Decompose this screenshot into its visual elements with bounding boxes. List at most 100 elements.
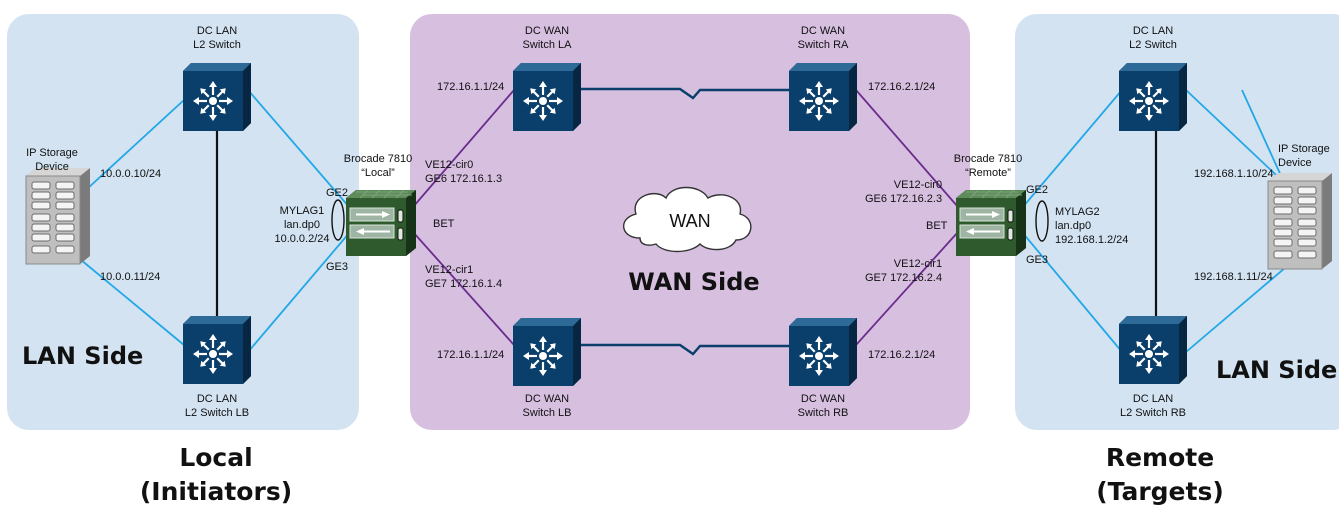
local-ip-top: 10.0.0.10/24 bbox=[100, 168, 162, 180]
label-line: IP Storage bbox=[1278, 143, 1330, 155]
label-line: 192.168.1.2/24 bbox=[1055, 234, 1129, 246]
brocade-extension-icon bbox=[345, 189, 417, 257]
label-line: L2 Switch bbox=[1129, 39, 1177, 51]
remote-lan-zone bbox=[1015, 14, 1339, 430]
network-switch-icon bbox=[1119, 63, 1187, 131]
local-switch-bottom-label: DC LAN L2 Switch LB bbox=[185, 392, 249, 420]
lag-ring-local bbox=[331, 199, 345, 241]
local-lag-label: MYLAG1 lan.dp0 10.0.0.2/24 bbox=[274, 204, 329, 246]
local-lan-side-title: LAN Side bbox=[22, 342, 144, 370]
wan-cloud-label: WAN bbox=[669, 211, 711, 231]
wan-side-title: WAN Side bbox=[628, 268, 760, 296]
label-line: Brocade 7810 bbox=[343, 153, 413, 165]
label-line: MYLAG1 bbox=[279, 205, 325, 217]
label-line: DC WAN bbox=[524, 393, 570, 405]
label-line: DC WAN bbox=[800, 25, 846, 37]
label-line: Local bbox=[179, 443, 253, 472]
label-line: GE7 172.16.2.4 bbox=[865, 272, 943, 284]
label-line: DC WAN bbox=[800, 393, 846, 405]
local-ge2: GE2 bbox=[326, 187, 349, 199]
label-line: DC LAN bbox=[196, 393, 238, 405]
network-switch-icon bbox=[1119, 316, 1187, 384]
wan-switch-lb-label: DC WAN Switch LB bbox=[523, 392, 572, 420]
label-line: DC LAN bbox=[1132, 25, 1174, 37]
label-line: Brocade 7810 bbox=[953, 153, 1023, 165]
label-line: MYLAG2 bbox=[1055, 206, 1100, 218]
wan-serial-links bbox=[580, 87, 790, 356]
label-line: L2 Switch bbox=[193, 39, 241, 51]
label-line: VE12-cir0 bbox=[425, 159, 474, 171]
local-ge3: GE3 bbox=[326, 261, 349, 273]
label-line: lan.dp0 bbox=[283, 219, 321, 231]
label-line: lan.dp0 bbox=[1055, 220, 1092, 232]
wan-switch-la-label: DC WAN Switch LA bbox=[523, 24, 572, 52]
label-line: “Remote” bbox=[965, 167, 1011, 179]
brocade-extension-icon bbox=[955, 189, 1027, 257]
label-line: Switch LA bbox=[522, 39, 572, 51]
label-line: DC LAN bbox=[196, 25, 238, 37]
remote-ip-top: 192.168.1.10/24 bbox=[1194, 168, 1274, 180]
lan-links bbox=[74, 89, 1293, 353]
label-line: GE6 172.16.1.3 bbox=[425, 173, 503, 185]
remote-switch-top-label: DC LAN L2 Switch bbox=[1129, 24, 1177, 52]
wan-ip-rb: 172.16.2.1/24 bbox=[868, 349, 936, 361]
label-line: Remote bbox=[1105, 443, 1215, 472]
trunk-links bbox=[215, 130, 1158, 318]
remote-ge3: GE3 bbox=[1026, 254, 1049, 266]
network-switch-icon bbox=[789, 318, 857, 386]
label-line: 10.0.0.2/24 bbox=[274, 233, 330, 245]
network-switch-icon bbox=[513, 63, 581, 131]
wan-ip-lb: 172.16.1.1/24 bbox=[437, 349, 505, 361]
label-line: (Targets) bbox=[1096, 477, 1224, 506]
local-footer: Local (Initiators) bbox=[140, 441, 292, 509]
local-switch-top-label: DC LAN L2 Switch bbox=[193, 24, 241, 52]
label-line: “Local” bbox=[361, 167, 395, 179]
label-line: Switch LB bbox=[522, 407, 572, 419]
wan-switch-rb-label: DC WAN Switch RB bbox=[798, 392, 849, 420]
label-line: IP Storage bbox=[26, 147, 78, 159]
label-line: L2 Switch RB bbox=[1119, 407, 1187, 419]
label-line: VE12-cir1 bbox=[893, 258, 943, 270]
label-line: Device bbox=[35, 161, 69, 173]
remote-lag-label: MYLAG2 lan.dp0 192.168.1.2/24 bbox=[1055, 205, 1128, 247]
label-line: DC LAN bbox=[1132, 393, 1174, 405]
label-line: Device bbox=[1278, 157, 1312, 169]
cloud-icon bbox=[623, 186, 752, 253]
wan-links bbox=[412, 89, 959, 346]
local-brocade-label: Brocade 7810 “Local” bbox=[344, 152, 413, 180]
storage-array-icon bbox=[1267, 172, 1333, 270]
remote-ge2: GE2 bbox=[1026, 184, 1049, 196]
storage-array-icon bbox=[25, 167, 91, 265]
remote-lan-side-title: LAN Side bbox=[1216, 356, 1338, 384]
wan-ip-ra: 172.16.2.1/24 bbox=[868, 81, 936, 93]
wan-ip-la: 172.16.1.1/24 bbox=[437, 81, 505, 93]
remote-bet: BET bbox=[926, 220, 948, 232]
remote-footer: Remote (Targets) bbox=[1096, 441, 1224, 509]
local-ip-bottom: 10.0.0.11/24 bbox=[100, 271, 161, 283]
label-line: GE6 172.16.2.3 bbox=[865, 193, 943, 205]
label-line: VE12-cir0 bbox=[893, 179, 943, 191]
remote-switch-bottom-label: DC LAN L2 Switch RB bbox=[1120, 392, 1186, 420]
label-line: L2 Switch LB bbox=[184, 407, 250, 419]
remote-ip-bottom: 192.168.1.11/24 bbox=[1194, 271, 1273, 283]
network-switch-icon bbox=[183, 63, 251, 131]
lag-ring-remote bbox=[1035, 200, 1049, 242]
label-line: Switch RA bbox=[797, 39, 849, 51]
wan-switch-ra-label: DC WAN Switch RA bbox=[798, 24, 849, 52]
label-line: GE7 172.16.1.4 bbox=[425, 278, 503, 290]
remote-brocade-label: Brocade 7810 “Remote” bbox=[954, 152, 1023, 180]
label-line: (Initiators) bbox=[139, 477, 293, 506]
label-line: Switch RB bbox=[797, 407, 849, 419]
local-bet: BET bbox=[433, 218, 455, 230]
label-line: DC WAN bbox=[524, 25, 570, 37]
network-switch-icon bbox=[183, 316, 251, 384]
label-line: VE12-cir1 bbox=[425, 264, 474, 276]
